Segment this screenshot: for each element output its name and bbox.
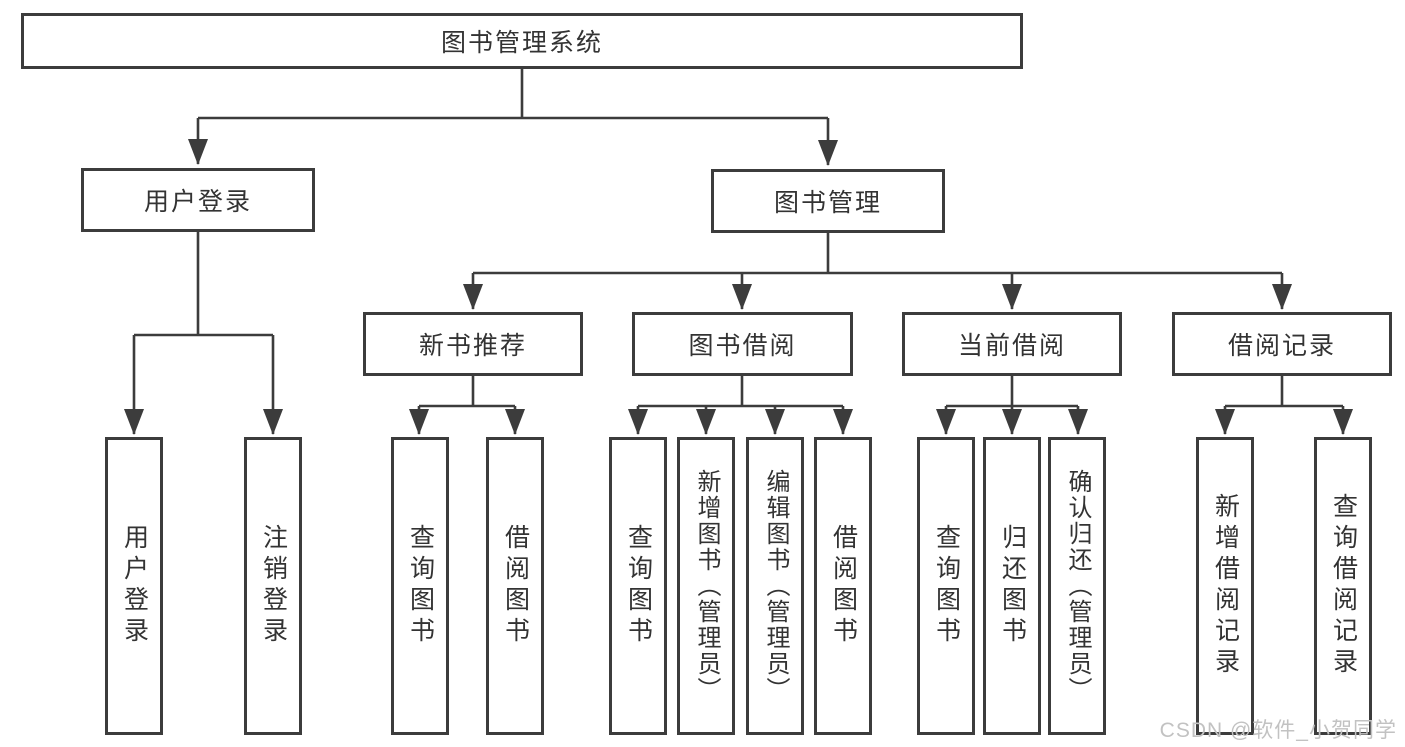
leaf-query-book-recommend: 查询图书 xyxy=(391,437,449,735)
leaf-edit-book-admin: 编辑图书（管理员） xyxy=(746,437,804,735)
leaf-add-book-admin: 新增图书（管理员） xyxy=(677,437,735,735)
leaf-logout-login: 注销登录 xyxy=(244,437,302,735)
node-root: 图书管理系统 xyxy=(21,13,1023,69)
node-new-book-recommend: 新书推荐 xyxy=(363,312,583,376)
leaf-confirm-return-admin: 确认归还（管理员） xyxy=(1048,437,1106,735)
leaf-borrow-book-recommend: 借阅图书 xyxy=(486,437,544,735)
node-current-borrow: 当前借阅 xyxy=(902,312,1122,376)
csdn-watermark: CSDN @软件_小贺同学 xyxy=(1159,719,1397,742)
leaf-user-login: 用户登录 xyxy=(105,437,163,735)
leaf-add-borrow-record: 新增借阅记录 xyxy=(1196,437,1254,735)
leaf-query-borrow-record: 查询借阅记录 xyxy=(1314,437,1372,735)
leaf-return-book: 归还图书 xyxy=(983,437,1041,735)
leaf-query-book-current: 查询图书 xyxy=(917,437,975,735)
node-book-borrow: 图书借阅 xyxy=(632,312,853,376)
leaf-borrow-book: 借阅图书 xyxy=(814,437,872,735)
leaf-query-book-borrow: 查询图书 xyxy=(609,437,667,735)
node-borrow-records: 借阅记录 xyxy=(1172,312,1392,376)
node-user-login: 用户登录 xyxy=(81,168,315,232)
node-book-management: 图书管理 xyxy=(711,169,945,233)
